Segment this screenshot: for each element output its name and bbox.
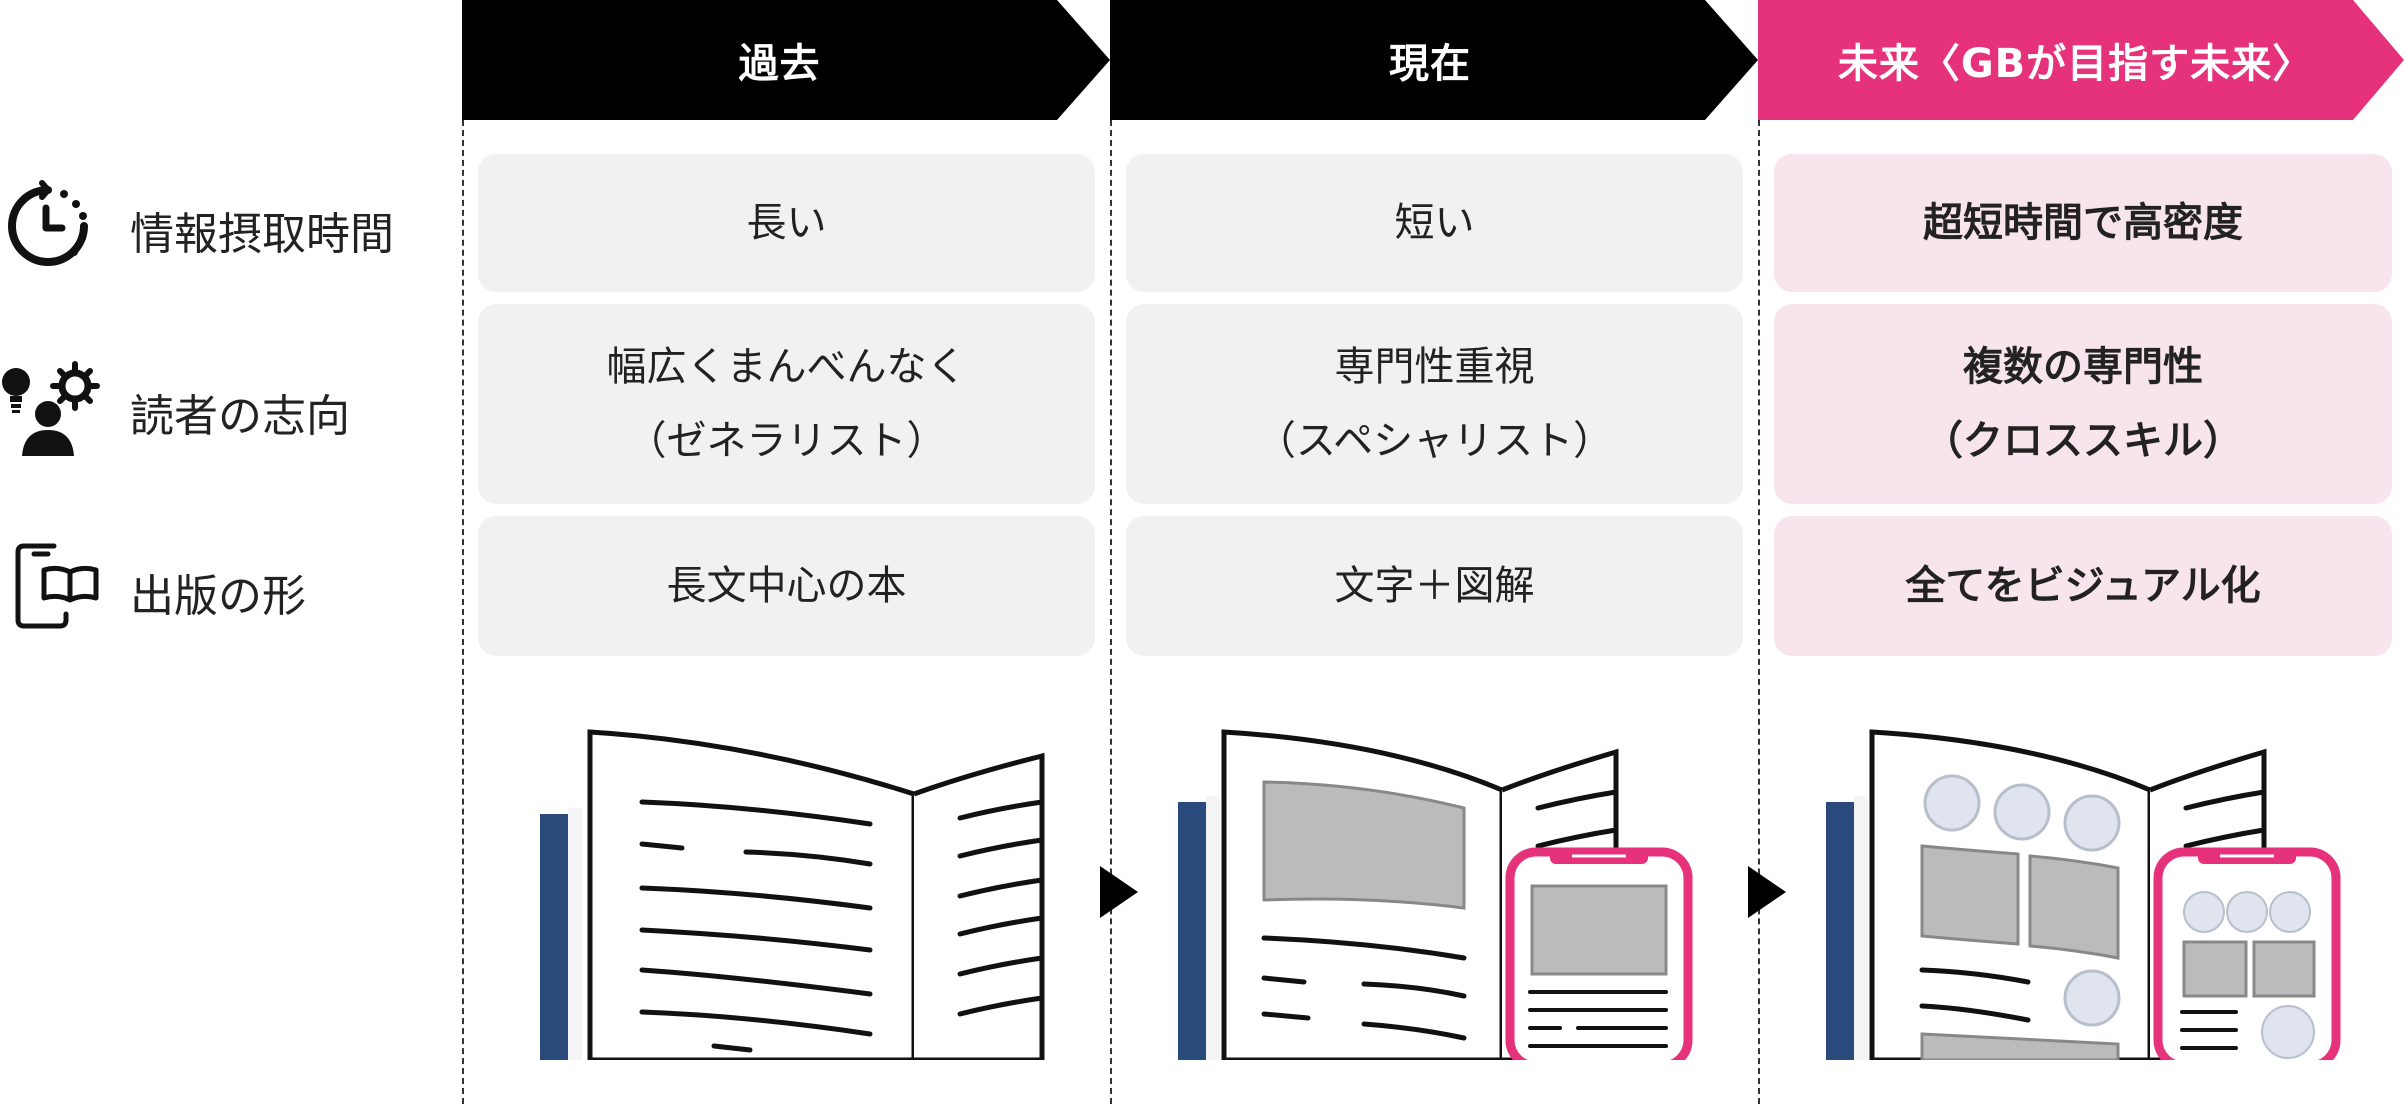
- column-title-future: 未来〈GBが目指す未来〉: [1837, 41, 2314, 87]
- cell-text-sub: （スペシャリスト）: [1255, 418, 1614, 464]
- progress-arrow-1: [1100, 866, 1140, 922]
- cell-future-orientation: 複数の専門性 （クロススキル）: [1774, 304, 2392, 504]
- cell-present-format: 文字＋図解: [1126, 516, 1743, 656]
- column-divider-present: [1110, 120, 1112, 1104]
- arrow-banner-shape: [1110, 0, 1758, 120]
- cell-text: 幅広くまんべんなく: [606, 344, 967, 390]
- column-divider-future: [1758, 120, 1760, 1104]
- cell-future-format: 全てをビジュアル化: [1774, 516, 2392, 656]
- cell-past-orientation: 幅広くまんべんなく （ゼネラリスト）: [478, 304, 1095, 504]
- row-label-info-time: 情報摂取時間: [130, 209, 394, 260]
- column-header-present: 現在: [1110, 0, 1760, 120]
- arrow-banner-shape: [462, 0, 1110, 120]
- cell-text: 超短時間で高密度: [1923, 200, 2243, 246]
- cell-text-sub: （ゼネラリスト）: [626, 418, 947, 464]
- row-label-reader-orientation: 読者の志向: [130, 391, 350, 442]
- progress-arrow-2: [1748, 866, 1788, 922]
- column-header-past: 過去: [462, 0, 1112, 120]
- cell-present-orientation: 専門性重視 （スペシャリスト）: [1126, 304, 1743, 504]
- cell-text-sub: （クロススキル）: [1923, 418, 2243, 464]
- column-header-future: 未来〈GBが目指す未来〉: [1758, 0, 2406, 120]
- cell-past-time: 長い: [478, 154, 1095, 292]
- column-divider-past: [462, 120, 464, 1104]
- cell-text: 長い: [746, 200, 827, 246]
- cell-text: 文字＋図解: [1334, 563, 1535, 609]
- cell-future-time: 超短時間で高密度: [1774, 154, 2392, 292]
- lightbulb-person-gear-icon: [0, 360, 100, 464]
- cell-text: 専門性重視: [1334, 344, 1535, 390]
- phone-book-icon: [14, 540, 100, 636]
- book-and-phone-visual-illustration: [1816, 728, 2346, 1071]
- book-and-phone-diagram-illustration: [1168, 728, 1698, 1071]
- row-label-publishing-form: 出版の形: [130, 571, 306, 622]
- clock-icon: [2, 180, 94, 276]
- cell-text: 短い: [1394, 200, 1475, 246]
- cell-text: 長文中心の本: [666, 563, 907, 609]
- arrow-banner-shape: [1758, 0, 2404, 120]
- column-title-past: 過去: [738, 41, 821, 87]
- column-title-present: 現在: [1389, 41, 1471, 87]
- cell-present-time: 短い: [1126, 154, 1743, 292]
- open-book-text-illustration: [530, 728, 1050, 1064]
- cell-text: 複数の専門性: [1963, 344, 2203, 390]
- cell-past-format: 長文中心の本: [478, 516, 1095, 656]
- cell-text: 全てをビジュアル化: [1905, 563, 2261, 609]
